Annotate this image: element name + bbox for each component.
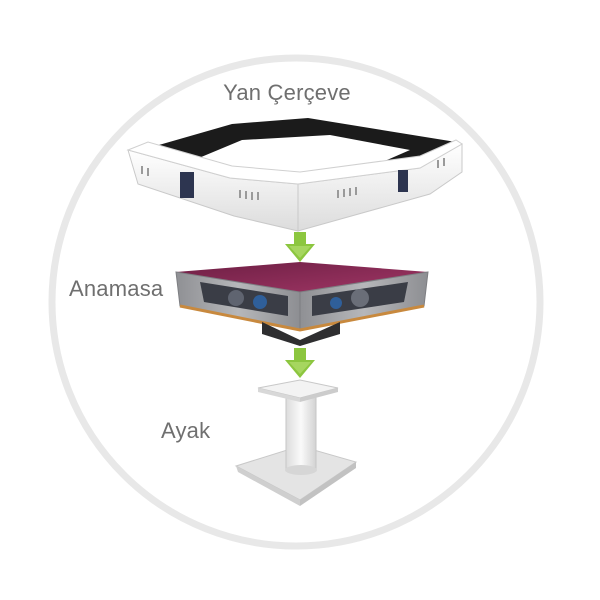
leg-label: Ayak [161,418,211,443]
side-frame-illustration [126,118,463,232]
arrow-down-icon [285,348,315,378]
main-table-label: Anamasa [69,276,164,301]
main-table-illustration [175,262,429,346]
leg-stand-illustration [234,379,358,506]
side-frame-label: Yan Çerçeve [223,80,351,105]
background-circle [48,54,544,550]
arrow-down-icon [285,232,315,262]
